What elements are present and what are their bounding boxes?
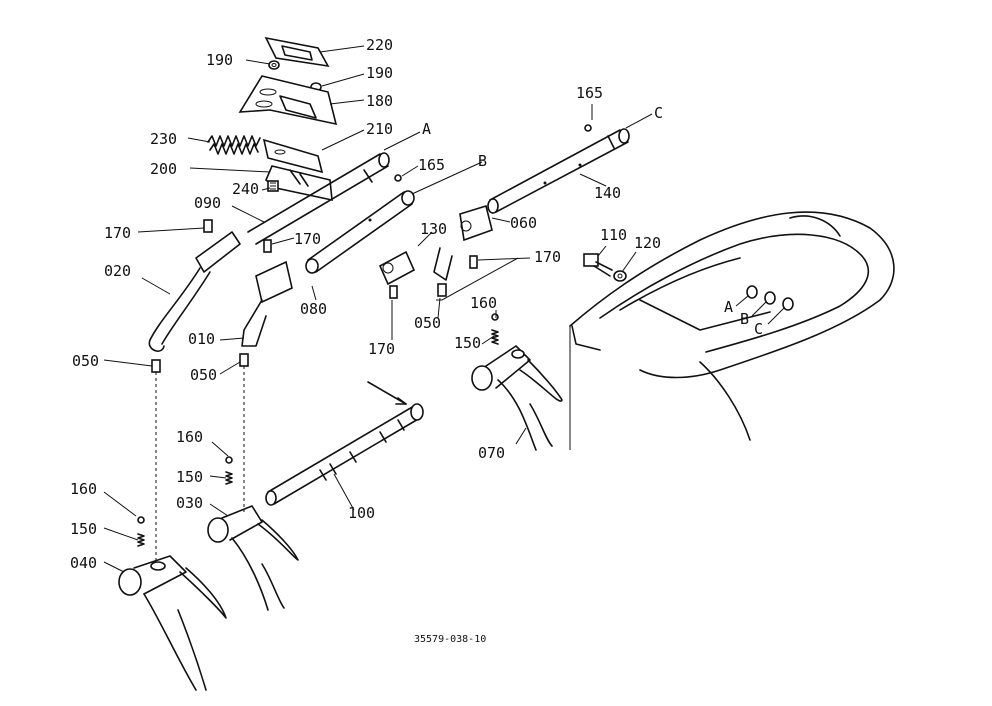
label-020: 020 [104, 262, 131, 280]
rod-b-part-080 [305, 190, 415, 274]
part-210-plate [262, 138, 324, 174]
label-050-left: 050 [72, 352, 99, 370]
diagram-reference-number: 35579-038-10 [414, 634, 486, 645]
label-050-right: 050 [414, 314, 441, 332]
part-110-bolt [583, 253, 613, 277]
label-160-mid: 160 [470, 294, 497, 312]
label-240: 240 [232, 180, 259, 198]
label-housing-C: C [754, 320, 763, 338]
label-170-lower: 170 [368, 340, 395, 358]
label-080: 080 [300, 300, 327, 318]
part-010-fork-head [241, 260, 293, 347]
label-120: 120 [634, 234, 661, 252]
part-040-fork [118, 555, 227, 691]
part-150-spring-c [137, 516, 145, 547]
part-170-pin-a [203, 219, 213, 233]
label-150-left: 150 [70, 520, 97, 538]
label-C-rod: C [654, 104, 663, 122]
label-housing-B: B [740, 310, 749, 328]
transmission-housing [569, 211, 895, 441]
part-220-plate [264, 36, 330, 68]
label-040: 040 [70, 554, 97, 572]
label-160-lower: 160 [176, 428, 203, 446]
label-130: 130 [420, 220, 447, 238]
part-130-block [378, 250, 416, 286]
part-165-ball-a [584, 124, 592, 132]
label-150-lower: 150 [176, 468, 203, 486]
part-050-plug-b [239, 353, 249, 367]
label-050-mid: 050 [190, 366, 217, 384]
label-180: 180 [366, 92, 393, 110]
part-170-pin-c [469, 255, 478, 269]
label-060: 060 [510, 214, 537, 232]
label-160-left: 160 [70, 480, 97, 498]
part-050-plug-a [151, 359, 161, 373]
part-240-bolt [267, 180, 279, 192]
part-060-block [433, 204, 493, 281]
label-200: 200 [150, 160, 177, 178]
label-100: 100 [348, 504, 375, 522]
label-090: 090 [194, 194, 221, 212]
part-120-washer [613, 270, 627, 282]
part-150-spring-a [491, 313, 499, 345]
label-165-top: 165 [576, 84, 603, 102]
label-010: 010 [188, 330, 215, 348]
label-150-mid: 150 [454, 334, 481, 352]
part-020-fork-rod [148, 231, 241, 352]
label-140: 140 [594, 184, 621, 202]
part-050-plug-c [437, 283, 447, 297]
label-220: 220 [366, 36, 393, 54]
part-230-spring [207, 135, 261, 155]
label-B-rod: B [478, 152, 487, 170]
part-170-pin-b [263, 239, 272, 253]
part-030-fork [207, 505, 299, 611]
part-070-fork [471, 345, 563, 451]
label-170-mid: 170 [294, 230, 321, 248]
label-A-rod: A [422, 120, 431, 138]
part-190-nut-left [268, 60, 280, 70]
rod-a [247, 152, 390, 245]
part-165-ball-b [394, 174, 402, 182]
label-190-right: 190 [366, 64, 393, 82]
label-210: 210 [366, 120, 393, 138]
part-180-gasket-plate [238, 75, 338, 126]
label-190-left: 190 [206, 51, 233, 69]
part-150-spring-b [225, 456, 233, 485]
rod-c-part-140 [487, 128, 630, 214]
label-housing-A: A [724, 298, 733, 316]
label-230: 230 [150, 130, 177, 148]
label-170-left: 170 [104, 224, 131, 242]
label-170-right: 170 [534, 248, 561, 266]
label-030: 030 [176, 494, 203, 512]
leader-lines [103, 45, 653, 573]
label-110: 110 [600, 226, 627, 244]
label-070: 070 [478, 444, 505, 462]
part-100-shaft [265, 403, 424, 506]
part-170-pin-d [389, 285, 398, 299]
label-165-mid: 165 [418, 156, 445, 174]
